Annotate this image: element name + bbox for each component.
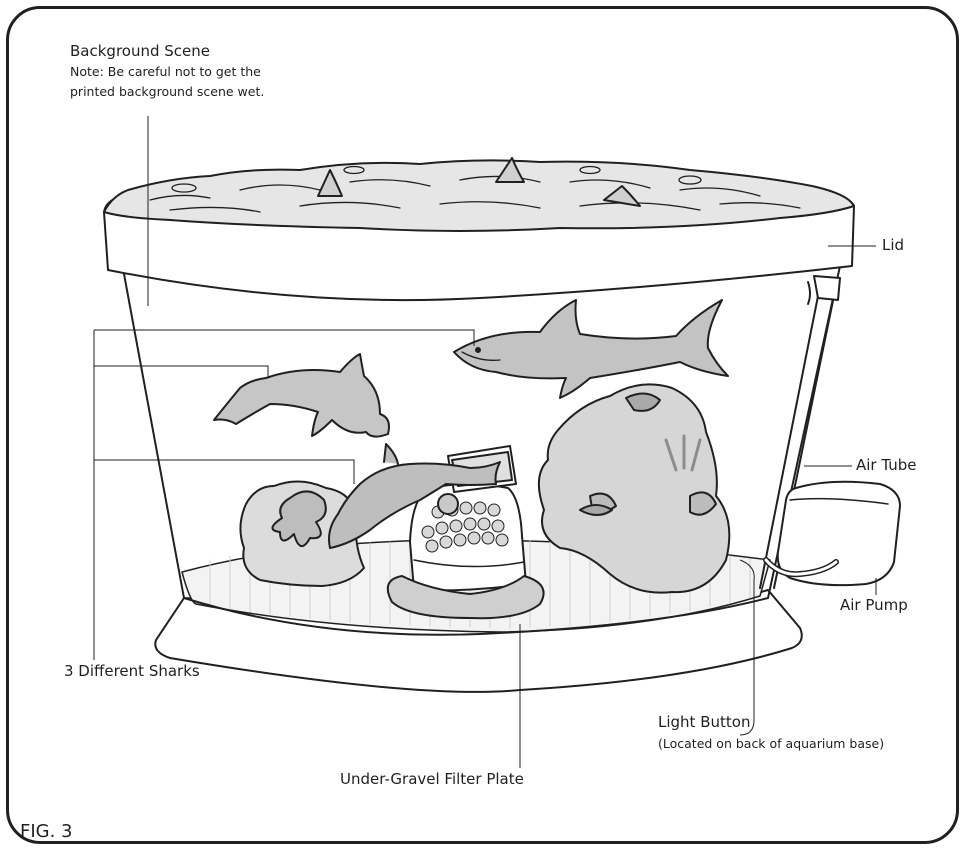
- note-light-button: (Located on back of aquarium base): [658, 734, 884, 754]
- figure-label: FIG. 3: [20, 822, 73, 842]
- water-surface: [104, 160, 854, 231]
- label-light-button: Light Button: [658, 713, 750, 732]
- great-white-shark: [454, 300, 728, 398]
- label-background-scene: Background Scene: [70, 42, 210, 61]
- label-sharks: 3 Different Sharks: [64, 662, 200, 681]
- label-air-tube: Air Tube: [856, 456, 917, 475]
- label-air-pump: Air Pump: [840, 596, 908, 615]
- note-background-line1: Note: Be careful not to get the: [70, 62, 261, 82]
- note-background-line2: printed background scene wet.: [70, 82, 264, 102]
- air-pump: [778, 482, 900, 585]
- label-filter-plate: Under-Gravel Filter Plate: [340, 770, 524, 789]
- skull: [438, 494, 458, 514]
- label-lid: Lid: [882, 236, 904, 255]
